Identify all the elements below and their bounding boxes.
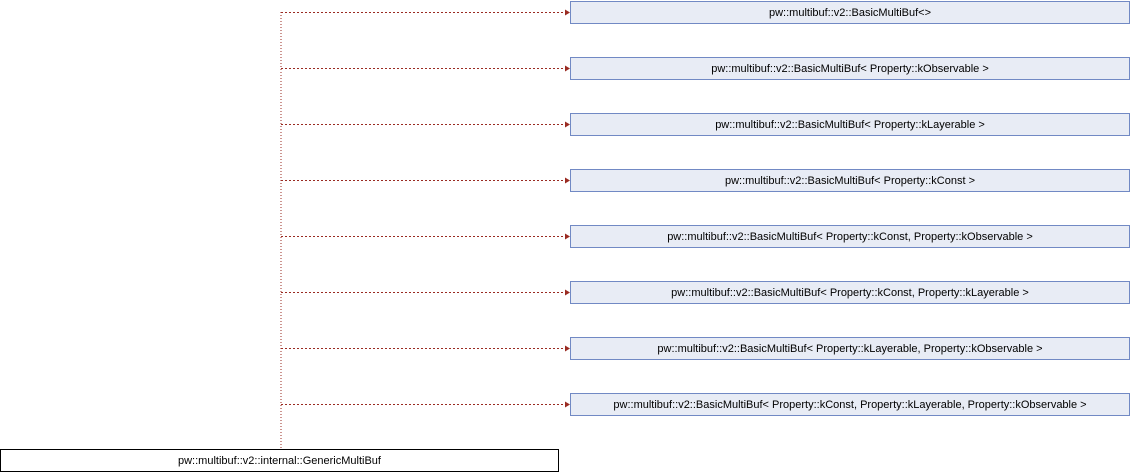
derived-class-node[interactable]: pw::multibuf::v2::BasicMultiBuf< Propert… [570, 393, 1130, 416]
base-class-node[interactable]: pw::multibuf::v2::internal::GenericMulti… [0, 449, 559, 472]
derived-class-node[interactable]: pw::multibuf::v2::BasicMultiBuf<> [570, 1, 1130, 24]
derived-class-node[interactable]: pw::multibuf::v2::BasicMultiBuf< Propert… [570, 169, 1130, 192]
arrowhead-icon [565, 401, 570, 408]
derived-class-node[interactable]: pw::multibuf::v2::BasicMultiBuf< Propert… [570, 225, 1130, 248]
derived-class-node[interactable]: pw::multibuf::v2::BasicMultiBuf< Propert… [570, 57, 1130, 80]
arrowhead-icon [565, 289, 570, 296]
derived-class-node[interactable]: pw::multibuf::v2::BasicMultiBuf< Propert… [570, 113, 1130, 136]
derived-class-node[interactable]: pw::multibuf::v2::BasicMultiBuf< Propert… [570, 337, 1130, 360]
arrowhead-icon [565, 65, 570, 72]
arrowhead-icon [565, 233, 570, 240]
derived-class-node[interactable]: pw::multibuf::v2::BasicMultiBuf< Propert… [570, 281, 1130, 304]
arrowhead-icon [565, 177, 570, 184]
arrowhead-icon [565, 9, 570, 16]
arrowhead-icon [565, 345, 570, 352]
arrowhead-icon [565, 121, 570, 128]
